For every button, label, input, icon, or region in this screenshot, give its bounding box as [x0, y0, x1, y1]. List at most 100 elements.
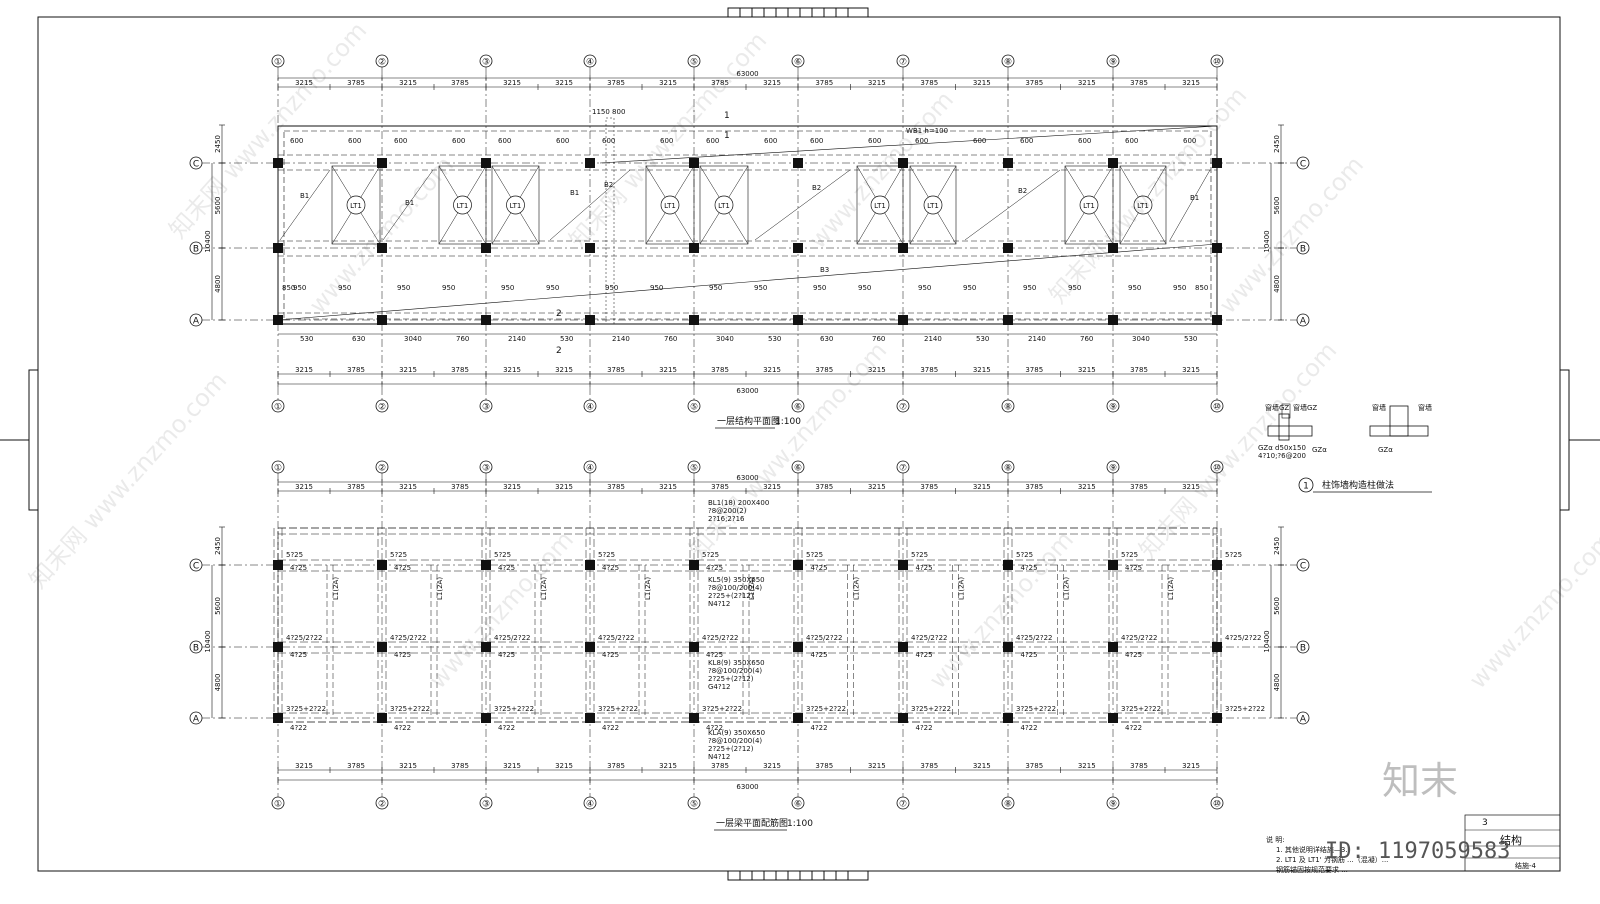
grid-label: ⑨ — [1109, 464, 1117, 474]
bay-dimension: 3215 — [763, 79, 781, 87]
grid-label: ② — [378, 58, 386, 68]
row-label: A — [193, 715, 200, 725]
bay-small-dim: 950 — [1128, 284, 1141, 292]
bottom-detail-dim: 3040 — [404, 335, 422, 343]
stair-label: LT1 — [510, 202, 522, 210]
detail-label: 窗墙 — [1418, 403, 1432, 412]
bay-small-dim: 950 — [754, 284, 767, 292]
row-label: C — [193, 562, 199, 572]
slab-diag — [964, 169, 1061, 241]
rebar-tag: 5?25 — [911, 551, 928, 559]
bay-small-dim: 600 — [602, 137, 615, 145]
column — [585, 560, 595, 570]
column — [689, 713, 699, 723]
slab-label: B1 — [570, 189, 579, 197]
bay-dimension: 3215 — [1182, 366, 1200, 374]
row-label: A — [193, 317, 200, 327]
bay-small-dim: 950 — [650, 284, 663, 292]
grid-label: ⑧ — [1004, 800, 1012, 810]
column — [1003, 713, 1013, 723]
watermark-text: www.znzmo.com — [924, 526, 1079, 694]
bay-dimension: 3215 — [659, 79, 677, 87]
row-label: C — [1300, 160, 1306, 170]
slab-diag — [549, 169, 631, 241]
bay-dimension: 3785 — [607, 762, 625, 770]
column — [1003, 243, 1013, 253]
column — [481, 243, 491, 253]
rebar-tag: 4?22 — [811, 724, 828, 732]
bay-dimension: 3215 — [399, 366, 417, 374]
bay-small-dim: 600 — [1183, 137, 1196, 145]
plan-scale: 1:100 — [775, 417, 801, 427]
vertical-dimension: 5600 — [1273, 197, 1281, 215]
bay-dimension: 3215 — [659, 762, 677, 770]
bay-small-dim: 600 — [868, 137, 881, 145]
bay-dimension: 3785 — [347, 79, 365, 87]
grid-label: ① — [274, 403, 282, 413]
detail-title: 柱饰墙构造柱做法 — [1322, 479, 1394, 491]
bay-dimension: 3215 — [659, 483, 677, 491]
vertical-total: 10400 — [204, 630, 212, 652]
detail-number: 1 — [1303, 482, 1309, 492]
grid-label: ⑦ — [899, 58, 907, 68]
bay-small-dim: 600 — [973, 137, 986, 145]
column — [898, 560, 908, 570]
column — [273, 315, 283, 325]
opening-dim: 1150 800 — [592, 108, 625, 116]
bay-small-dim: 950 — [442, 284, 455, 292]
notes-line: 钢筋锚固按规范要求 ... — [1276, 865, 1348, 874]
bay-small-dim: 600 — [915, 137, 928, 145]
notes-title: 说 明: — [1266, 835, 1285, 844]
bay-dimension: 3785 — [1025, 762, 1043, 770]
bottom-detail-dim: 2140 — [612, 335, 630, 343]
column — [1108, 243, 1118, 253]
rebar-tag: 4?22 — [394, 724, 411, 732]
rebar-tag: 4?25 — [811, 564, 828, 572]
slab-outline — [277, 125, 1218, 325]
column — [1003, 642, 1013, 652]
vertical-dimension: 4800 — [1273, 275, 1281, 293]
rebar-tag: 3?25+2?22 — [390, 705, 430, 713]
bottom-detail-dim: 530 — [560, 335, 573, 343]
vertical-dimension: 4800 — [214, 275, 222, 293]
rebar-tag: 4?25 — [498, 564, 515, 572]
column — [273, 560, 283, 570]
rebar-tag: 3?25+2?22 — [911, 705, 951, 713]
vertical-total: 10400 — [1263, 630, 1271, 652]
column — [1108, 315, 1118, 325]
column — [1212, 560, 1222, 570]
bottom-detail-dim: 530 — [768, 335, 781, 343]
stair-tag — [346, 195, 366, 215]
bay-dimension: 3215 — [503, 483, 521, 491]
column — [689, 315, 699, 325]
beam-tag: L1(2A) — [332, 577, 340, 600]
slab-label: B1 — [1190, 194, 1199, 202]
beam-annotation: KLA(9) 350X650 — [708, 729, 765, 737]
rebar-tag: 4?22 — [498, 724, 515, 732]
rebar-tag: 5?25 — [286, 551, 303, 559]
stair-box — [699, 165, 749, 245]
bay-dimension: 3215 — [763, 762, 781, 770]
rebar-tag: 4?22 — [706, 724, 723, 732]
detail-label: 窗墙 — [1372, 403, 1386, 412]
column — [585, 243, 595, 253]
tb-project: 结构 — [1500, 833, 1522, 847]
column — [273, 642, 283, 652]
stair-box — [856, 165, 904, 245]
bottom-detail-dim: 630 — [820, 335, 833, 343]
bay-dimension: 3215 — [555, 79, 573, 87]
row-label: C — [1300, 562, 1306, 572]
bay-dimension: 3215 — [868, 366, 886, 374]
bay-small-dim: 600 — [706, 137, 719, 145]
column — [377, 158, 387, 168]
bay-small-dim: 600 — [1078, 137, 1091, 145]
rebar-tag: 4?25 — [498, 651, 515, 659]
rebar-tag: 4?25/2?22 — [1225, 634, 1262, 642]
bay-small-dim: 950 — [858, 284, 871, 292]
brand-logo-text: 知末 — [1382, 759, 1458, 803]
bay-dimension: 3215 — [295, 483, 313, 491]
beam-tag: L1(2A) — [958, 577, 966, 600]
rebar-tag: 4?25 — [1125, 651, 1142, 659]
stair-tag — [1133, 195, 1153, 215]
